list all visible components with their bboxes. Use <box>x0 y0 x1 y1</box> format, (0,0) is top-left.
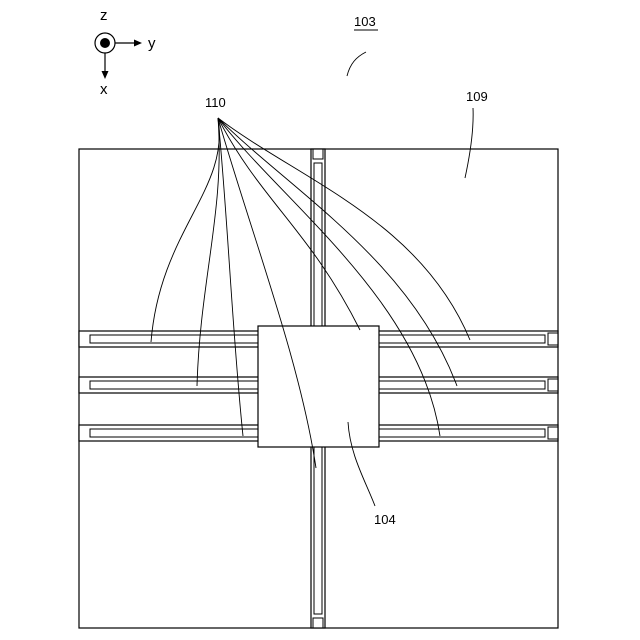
substrate-label: 109 <box>466 89 488 104</box>
coordinate-axes: z y x <box>95 7 156 98</box>
leads-label: 110 <box>205 95 226 110</box>
figure-ref-label: 103 <box>354 14 376 29</box>
axis-z-label: z <box>100 7 108 24</box>
axis-z-dot-icon <box>100 38 110 48</box>
axis-y-arrowhead-icon <box>134 40 142 47</box>
axis-y-label: y <box>148 35 156 52</box>
figure-ref-leader <box>347 52 366 76</box>
axis-x-label: x <box>100 81 108 98</box>
center-block-label: 104 <box>374 512 396 527</box>
axis-x-arrowhead-icon <box>102 71 109 79</box>
center-block <box>258 326 379 447</box>
